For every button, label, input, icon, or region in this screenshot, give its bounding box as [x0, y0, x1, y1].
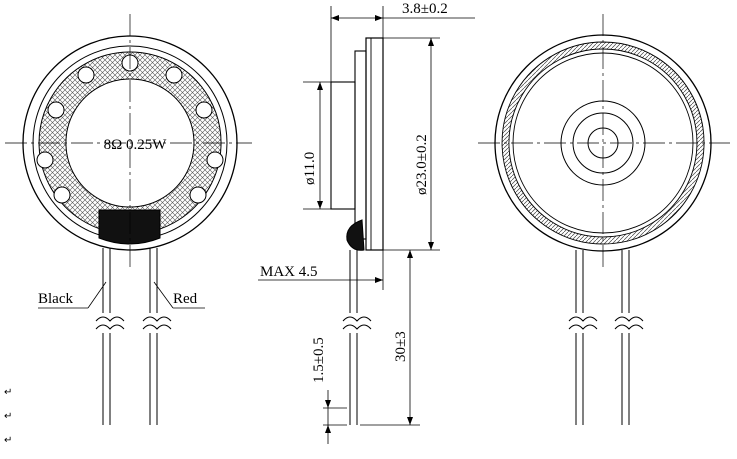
dim-inner-diameter: ø11.0 [302, 152, 318, 185]
speaker-spec-label: 8Ω 0.25W [104, 137, 168, 153]
back-hatched-ring [501, 41, 705, 245]
margin-mark-1: ↵ [4, 387, 12, 398]
margin-mark-2: ↵ [4, 411, 12, 422]
front-wires [95, 248, 172, 425]
wire-label-red: Red [173, 291, 198, 307]
side-magnet-body [354, 50, 367, 240]
dim-strip-length: 1.5±0.5 [311, 337, 327, 383]
side-front-plate [365, 37, 384, 251]
vent-holes [36, 54, 224, 204]
margin-mark-3: ↵ [4, 435, 12, 446]
dim-outer-diameter: ø23.0±0.2 [414, 134, 430, 195]
front-view: 8Ω 0.25W Black Red [5, 14, 252, 425]
side-magnet-cup [330, 81, 356, 210]
side-wire [342, 250, 372, 425]
side-terminal [346, 219, 365, 251]
back-wires [568, 250, 644, 425]
terminal-block [98, 209, 161, 245]
wire-label-black: Black [38, 291, 73, 307]
dim-thickness: 3.8±0.2 [402, 1, 448, 17]
dim-max-height: MAX 4.5 [260, 264, 318, 280]
side-view: 3.8±0.2 ø11.0 ø23.0±0.2 MAX 4.5 1.5±0.5 … [258, 1, 475, 444]
back-view [478, 14, 730, 425]
dim-wire-length: 30±3 [393, 331, 409, 362]
